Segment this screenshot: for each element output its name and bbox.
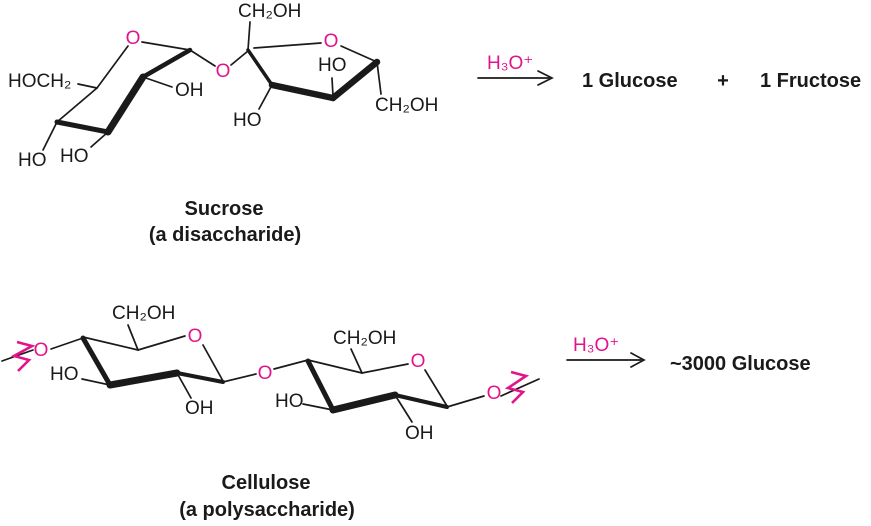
reaction-arrow-head [537,70,554,86]
ho-label: HO [275,391,304,412]
hydronium-label: H₃O⁺ [573,335,619,356]
glycosidic-oxygen-label: O [258,363,273,384]
ring-oxygen-label: O [126,28,141,49]
product-fructose: 1 Fructose [760,70,861,92]
glycosidic-oxygen-label: O [487,383,502,404]
cellulose-ring-2: CH₂OH O HO OH [273,328,485,444]
cellulose-caption-type: (a polysaccharide) [179,499,355,521]
ch2oh-label: CH₂OH [238,1,301,22]
squiggle-break-icon [10,340,36,372]
squiggle-break-icon [504,370,530,404]
left-chain-break: O [1,340,49,372]
cellulose-caption-name: Cellulose [222,472,311,494]
sucrose-glucose-ring: HOCH₂ O OH HO HO [8,28,216,171]
right-chain-break: O [487,370,540,404]
ho-label: HO [60,146,89,167]
sucrose-reaction: H₃O⁺ 1 Glucose + 1 Fructose [477,53,861,92]
ring-oxygen-label: O [324,31,339,52]
sucrose-caption-type: (a disaccharide) [149,224,301,246]
ring-oxygen-label: O [188,326,203,347]
oh-label: OH [175,80,204,101]
ho-label: HO [50,364,79,385]
sucrose-caption-name: Sucrose [185,198,264,220]
ch2oh-label: CH₂OH [112,303,175,324]
ch2oh-label: CH₂OH [333,328,396,349]
ch2oh-label: CH₂OH [375,95,438,116]
oh-label: OH [405,423,434,444]
ring-oxygen-label: O [411,351,426,372]
sucrose-fructose-ring: CH₂OH O HO HO CH₂OH [230,1,438,131]
cellulose-reaction: H₃O⁺ ~3000 Glucose [566,335,811,375]
ho-label: HO [233,110,262,131]
glycosidic-oxygen-label: O [216,61,231,82]
hydronium-label: H₃O⁺ [487,53,533,74]
hoch2-label: HOCH₂ [8,71,71,92]
cellulose-structure: O CH₂OH O HO OH O [1,303,540,521]
oh-label: OH [185,398,214,419]
ho-label: HO [318,55,347,76]
cellulose-ring-1: CH₂OH O HO OH [50,303,257,419]
product-glucose: 1 Glucose [582,70,678,92]
product-glucose: ~3000 Glucose [670,353,811,375]
glycosidic-oxygen-label: O [34,340,49,361]
reaction-arrow-head [630,352,646,368]
plus-sign: + [717,70,729,92]
sucrose-structure: HOCH₂ O OH HO HO O CH₂OH O HO HO CH₂OH [8,1,438,246]
ho-label: HO [18,150,47,171]
